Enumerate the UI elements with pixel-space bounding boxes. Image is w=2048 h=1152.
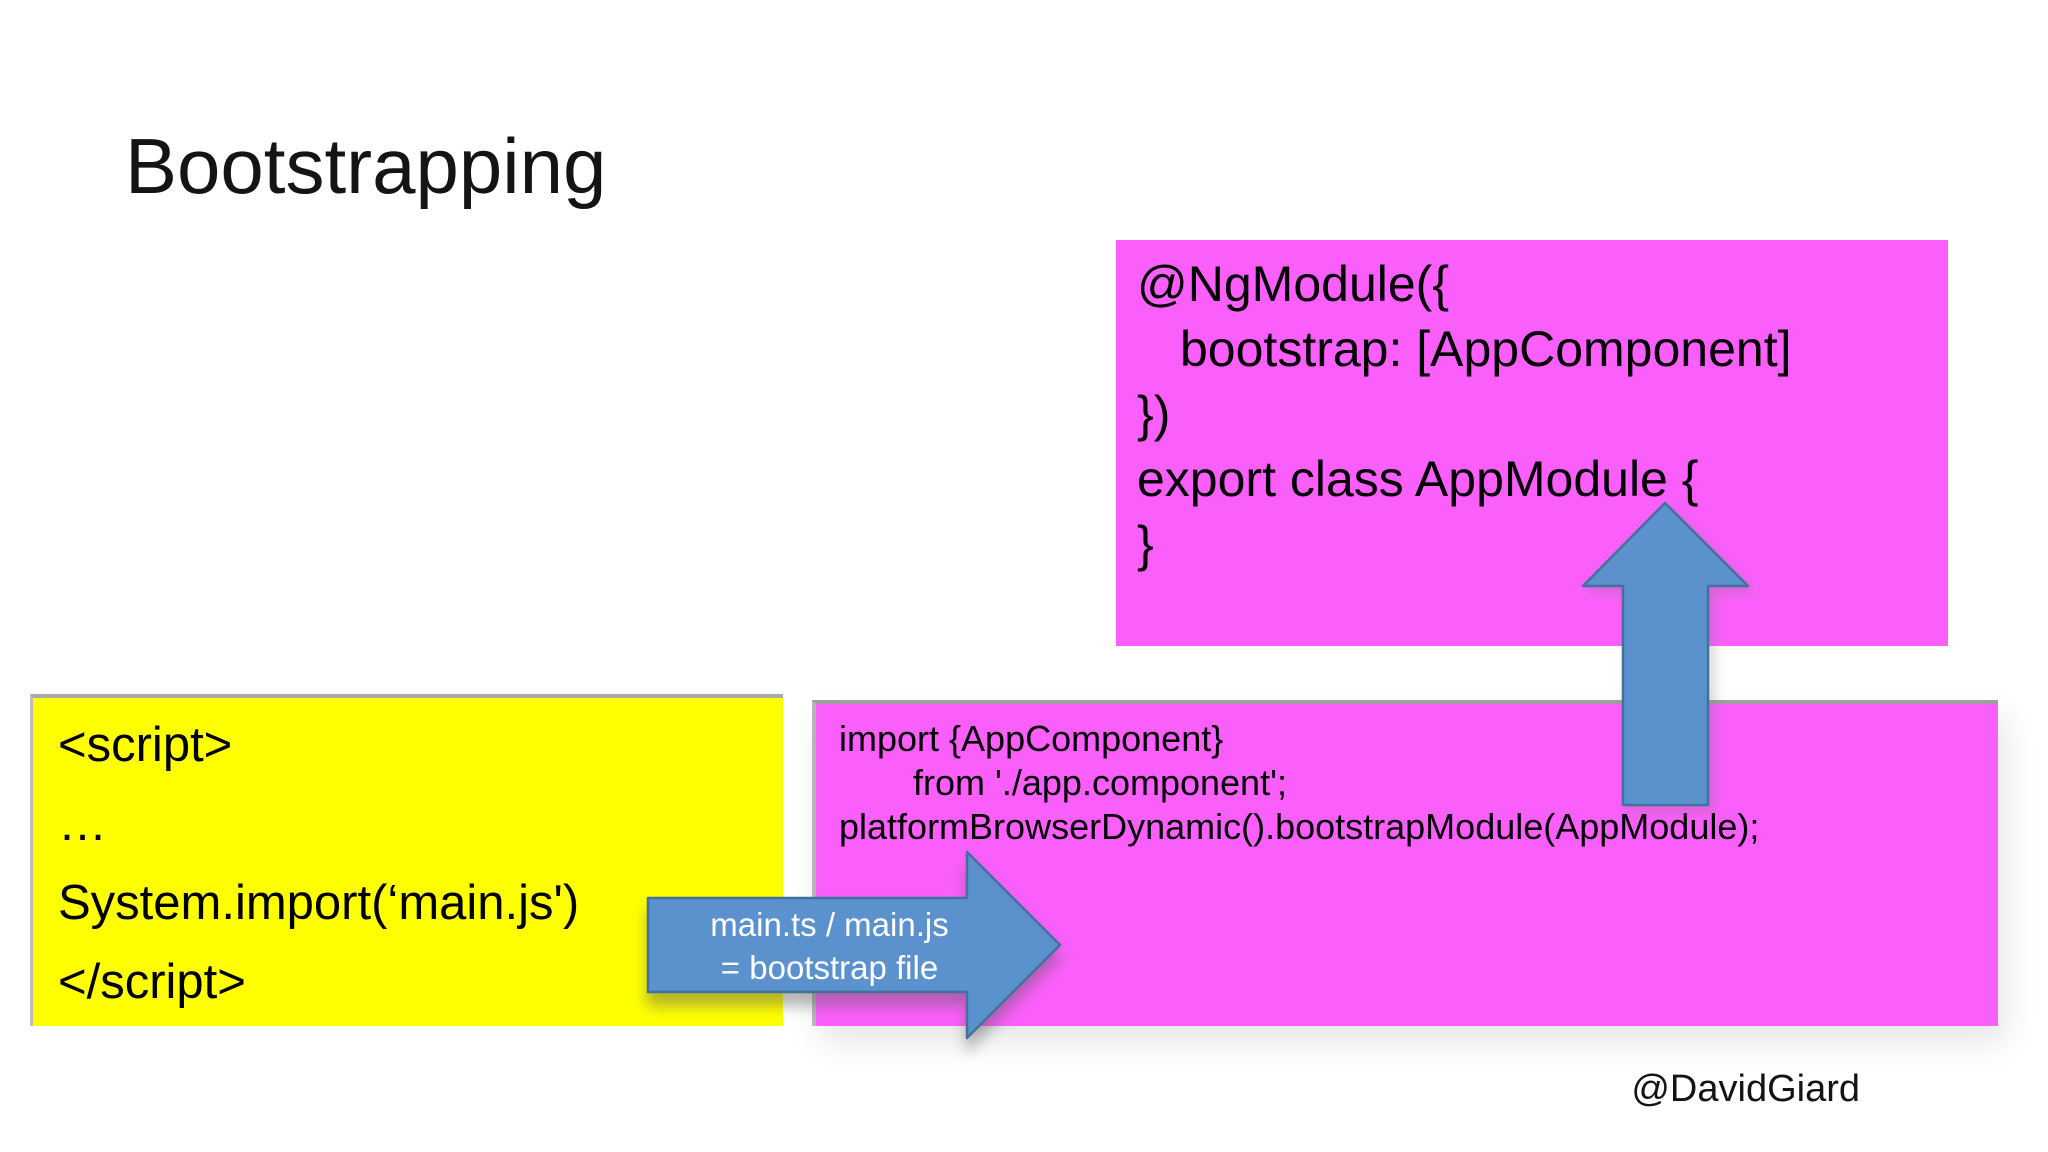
code-line: import {AppComponent} [839,718,1224,759]
credit-handle: @DavidGiard [1631,1068,1860,1110]
code-line: bootstrap: [AppComponent] [1180,321,1792,377]
code-line: <script> [58,718,233,772]
slide-title: Bootstrapping [125,122,607,210]
bootstrap-file-label-line2: = bootstrap file [720,949,939,986]
code-line: @NgModule({ [1137,256,1450,312]
code-line: }) [1137,386,1171,442]
bootstrap-file-label: main.ts / main.js = bootstrap file [648,903,1011,989]
code-line: platformBrowserDynamic().bootstrapModule… [839,806,1760,847]
ngmodule-code-box: @NgModule({ bootstrap: [AppComponent] })… [1116,240,1948,646]
code-line: export class AppModule { [1137,451,1699,507]
bootstrap-file-label-line1: main.ts / main.js [710,906,949,943]
code-line: from './app.component'; [913,762,1287,803]
ngmodule-code: @NgModule({ bootstrap: [AppComponent] })… [1116,240,1948,577]
code-line: } [1137,516,1154,572]
main-code: import {AppComponent} from './app.compon… [816,704,1998,849]
code-line: </script> [58,955,246,1009]
script-code: <script> … System.import(‘main.js') </sc… [33,698,783,1022]
code-line: … [58,797,107,851]
code-line: System.import(‘main.js') [58,876,580,930]
